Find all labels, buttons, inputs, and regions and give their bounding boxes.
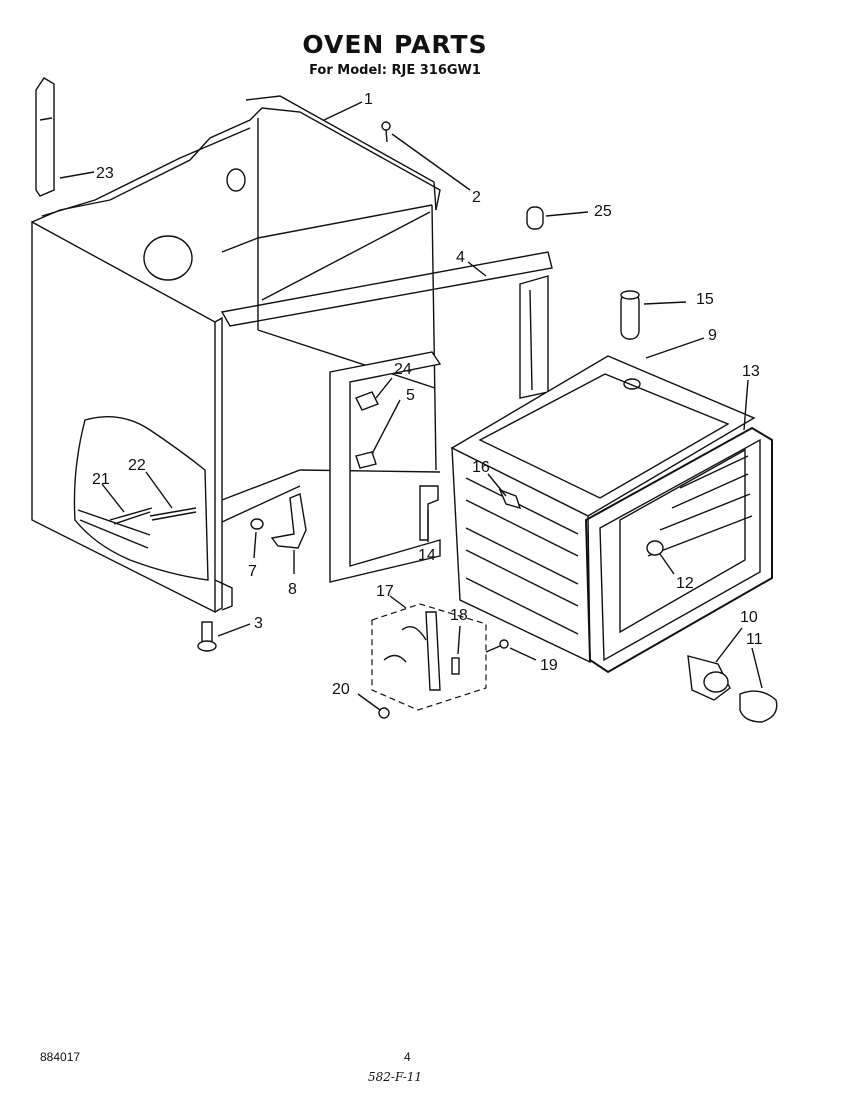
bracket-part-8: [270, 493, 307, 549]
document-number: 884017: [40, 1050, 81, 1064]
callout-5: 5: [406, 387, 415, 404]
nut-part-20: [378, 707, 390, 719]
callout-3: 3: [254, 615, 263, 632]
cabinet-frame-part: [31, 95, 553, 614]
screw-part-19: [485, 639, 509, 653]
page-number: 4: [404, 1050, 411, 1064]
callout-22: 22: [128, 457, 146, 474]
callout-21: 21: [92, 471, 110, 488]
fastener-part-24: [355, 391, 379, 411]
callout-19: 19: [540, 657, 558, 674]
callout-14: 14: [418, 547, 436, 564]
light-socket-part-10: [687, 655, 731, 701]
pin-part-18: [451, 657, 460, 675]
callout-7: 7: [248, 563, 257, 580]
page-title: OVEN PARTS: [302, 30, 488, 59]
bracket-part-14: [419, 485, 439, 541]
model-subtitle: For Model: RJE 316GW1: [309, 63, 481, 78]
callout-15: 15: [696, 291, 714, 308]
latch-assembly-part-17: [371, 603, 487, 711]
callout-18: 18: [450, 607, 468, 624]
screw-part-2: [381, 121, 391, 143]
callout-25: 25: [594, 203, 612, 220]
plug-part-25: [526, 206, 544, 230]
callout-17: 17: [376, 583, 394, 600]
callout-16: 16: [472, 459, 490, 476]
leader-lines: [59, 101, 763, 711]
callout-23: 23: [96, 165, 114, 182]
callout-2: 2: [472, 189, 481, 206]
callout-1: 1: [364, 91, 373, 108]
callout-24: 24: [394, 361, 412, 378]
callout-11: 11: [746, 631, 763, 648]
leveling-leg-part-3: [197, 621, 217, 652]
spring-part-21: [109, 507, 153, 525]
callout-20: 20: [332, 681, 350, 698]
bracket-part-23: [35, 77, 55, 197]
spring-part-22: [149, 507, 197, 521]
callout-9: 9: [708, 327, 717, 344]
callout-8: 8: [288, 581, 297, 598]
nut-part-7: [250, 518, 264, 530]
callout-12: 12: [676, 575, 694, 592]
callout-13: 13: [742, 363, 760, 380]
vent-tube-part-15: [620, 290, 640, 340]
light-bulb-part-11: [739, 690, 778, 723]
callout-4: 4: [456, 249, 465, 266]
oven-liner-part-9: [450, 355, 773, 674]
handwritten-note: 582-F-11: [368, 1070, 423, 1084]
callout-10: 10: [740, 609, 758, 626]
callout-labels: 1 2 3 4 5 7 8 9 10 11 12 13 14 15 16 17 …: [92, 91, 763, 698]
fastener-part-5: [355, 451, 377, 469]
